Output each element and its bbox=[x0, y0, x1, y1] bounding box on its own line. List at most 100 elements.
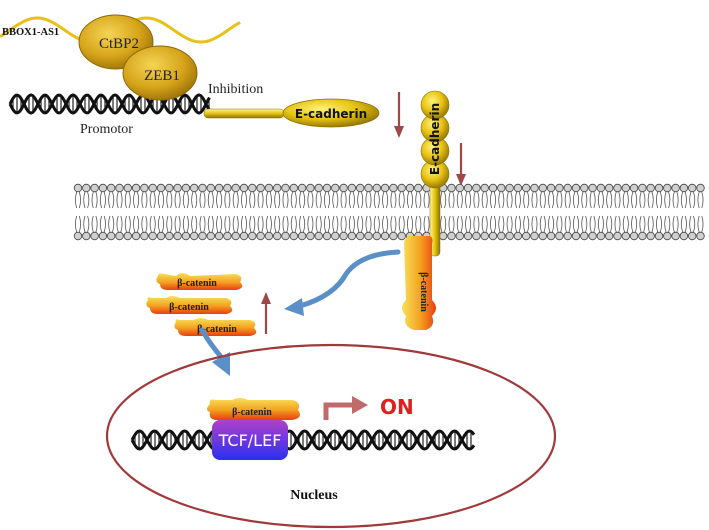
lipid-head bbox=[140, 183, 149, 193]
lipid-tail bbox=[552, 191, 555, 209]
lipid-tail bbox=[377, 191, 380, 209]
lipid-tail bbox=[543, 215, 546, 233]
lipid-head bbox=[273, 231, 282, 241]
lipid-tail bbox=[456, 191, 459, 209]
lipid-tail bbox=[158, 191, 161, 209]
lipid-tail bbox=[407, 191, 410, 209]
lipid-head bbox=[148, 183, 157, 193]
lipid-tail bbox=[249, 191, 252, 209]
nucleus-boundary bbox=[105, 343, 557, 529]
lipid-tail bbox=[365, 191, 368, 209]
lipid-tail bbox=[278, 191, 281, 209]
bcatenin-membrane-label: β-catenin bbox=[418, 272, 429, 312]
lipid-tail bbox=[423, 215, 426, 233]
lipid-tail bbox=[228, 215, 231, 233]
lipid-tail bbox=[369, 215, 372, 233]
lipid-tail bbox=[112, 191, 115, 209]
lipid-head bbox=[513, 183, 523, 193]
lipid-tail bbox=[656, 191, 659, 209]
lipid-tail bbox=[398, 191, 401, 209]
lipid-tail bbox=[402, 191, 405, 209]
lipid-head bbox=[530, 183, 539, 193]
membrane-bcatenin: β-catenin bbox=[402, 236, 436, 330]
lipid-head bbox=[314, 231, 323, 241]
lipid-head bbox=[98, 183, 108, 193]
lipid-tail bbox=[481, 191, 484, 209]
lipid-tail bbox=[510, 215, 513, 233]
lipid-tail bbox=[241, 191, 244, 209]
lipid-head bbox=[347, 231, 357, 241]
lipid-head bbox=[505, 231, 514, 241]
lipid-tail bbox=[137, 215, 140, 233]
lipid-head bbox=[688, 183, 697, 193]
lipid-tail bbox=[548, 191, 551, 209]
lipid-tail bbox=[693, 215, 696, 233]
lipid-tail bbox=[589, 215, 592, 233]
lipid-tail bbox=[473, 215, 476, 233]
lipid-head bbox=[455, 183, 464, 193]
lipid-head bbox=[347, 183, 357, 193]
lipid-tail bbox=[535, 191, 538, 209]
lipid-tail bbox=[635, 191, 638, 209]
lipid-head bbox=[571, 183, 581, 193]
lipid-head bbox=[605, 231, 614, 241]
lipid-head bbox=[546, 231, 556, 241]
lipid-head bbox=[522, 183, 531, 193]
lipid-tail bbox=[527, 191, 530, 209]
lipid-head bbox=[447, 183, 456, 193]
lipid-tail bbox=[112, 215, 115, 233]
right-arrow-icon bbox=[323, 396, 368, 420]
lipid-tail bbox=[656, 215, 659, 233]
lipid-head bbox=[629, 183, 639, 193]
lipid-tail bbox=[576, 215, 579, 233]
lipid-tail bbox=[639, 191, 642, 209]
lipid-tail bbox=[697, 191, 700, 209]
lipid-head bbox=[248, 183, 257, 193]
lipid-head bbox=[331, 183, 340, 193]
lipid-tail bbox=[220, 215, 223, 233]
lipid-tail bbox=[282, 191, 285, 209]
lipid-tail bbox=[377, 215, 380, 233]
lipid-tail bbox=[253, 215, 256, 233]
lipid-tail bbox=[120, 191, 123, 209]
lipid-head bbox=[206, 231, 215, 241]
lipid-tail bbox=[626, 191, 629, 209]
promotor-label: Promotor bbox=[80, 122, 133, 137]
lipid-head bbox=[497, 231, 506, 241]
lipid-tail bbox=[116, 191, 119, 209]
lipid-tail bbox=[568, 215, 571, 233]
lipid-tail bbox=[635, 215, 638, 233]
lipid-head bbox=[654, 231, 664, 241]
lipid-head bbox=[389, 183, 398, 193]
lipid-head bbox=[372, 183, 381, 193]
lipid-tail bbox=[78, 215, 81, 233]
lipid-tail bbox=[631, 191, 634, 209]
lipid-tail bbox=[141, 215, 144, 233]
lipid-tail bbox=[477, 215, 480, 233]
lipid-tail bbox=[344, 191, 347, 209]
lipid-head bbox=[380, 231, 390, 241]
lipid-head bbox=[505, 183, 514, 193]
lipid-head bbox=[297, 231, 307, 241]
lipid-tail bbox=[299, 215, 302, 233]
lipid-tail bbox=[253, 191, 256, 209]
lipid-tail bbox=[149, 215, 152, 233]
bcatenin-2-label: β-catenin bbox=[169, 302, 209, 313]
lipid-tail bbox=[319, 191, 322, 209]
lipid-tail bbox=[680, 215, 683, 233]
lipid-tail bbox=[664, 215, 667, 233]
lipid-head bbox=[264, 183, 274, 193]
lipid-tail bbox=[423, 191, 426, 209]
lipid-tail bbox=[477, 191, 480, 209]
lipid-tail bbox=[220, 191, 223, 209]
lipid-head bbox=[580, 183, 589, 193]
lipid-tail bbox=[440, 215, 443, 233]
lipid-tail bbox=[444, 191, 447, 209]
lipid-tail bbox=[386, 191, 389, 209]
lipid-tail bbox=[498, 191, 501, 209]
lipid-tail bbox=[352, 191, 355, 209]
lipid-tail bbox=[211, 215, 214, 233]
lipid-tail bbox=[419, 191, 422, 209]
lipid-head bbox=[189, 183, 199, 193]
lipid-head bbox=[663, 231, 672, 241]
